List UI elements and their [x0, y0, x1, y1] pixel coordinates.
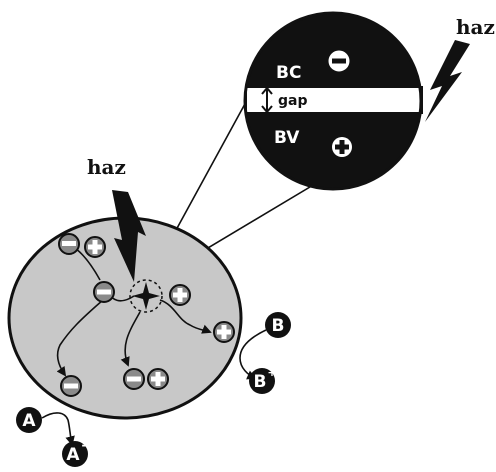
svg-text:B: B: [254, 372, 267, 392]
svg-text:A: A: [66, 445, 80, 465]
path-to-surface-minus: [56, 299, 104, 377]
hole-inner-right: [169, 284, 191, 306]
light-label-center: haz: [87, 155, 126, 179]
conduction-band-label: BC: [276, 63, 301, 83]
svg-text:-: -: [82, 438, 87, 452]
path-to-lower-pair: [120, 311, 141, 367]
light-label-top: haz: [456, 15, 495, 39]
arrow-b-to-bplus: [239, 329, 267, 380]
svg-text:+: +: [267, 366, 276, 379]
charge-pair-top-left: [58, 233, 106, 258]
valence-band-label: BV: [274, 128, 300, 148]
species-b-ion: B +: [249, 366, 277, 394]
arrow-a-to-aminus: [41, 412, 75, 446]
gap-arrow-icon: [261, 86, 273, 114]
hole-vb: [332, 137, 352, 157]
hole-surface-right: [213, 321, 235, 343]
species-a: A: [16, 407, 42, 433]
svg-text:A: A: [22, 411, 36, 431]
excitation-site: [129, 279, 163, 313]
electron-inner: [93, 281, 115, 303]
svg-text:B: B: [272, 316, 285, 336]
charge-pair-bottom: [123, 368, 169, 390]
electron-surface-left: [60, 375, 82, 397]
gap-label: gap: [278, 93, 308, 109]
light-bolt-icon-center: [112, 190, 146, 282]
light-bolt-icon-top: [425, 40, 470, 122]
electron-cb: [328, 50, 350, 72]
species-b: B: [265, 312, 291, 338]
band-diagram: BC BV gap: [243, 11, 423, 191]
species-a-ion: A -: [62, 438, 88, 467]
migration-paths: [56, 244, 212, 377]
band-gap: [245, 86, 421, 114]
path-to-right-plus: [159, 299, 212, 334]
